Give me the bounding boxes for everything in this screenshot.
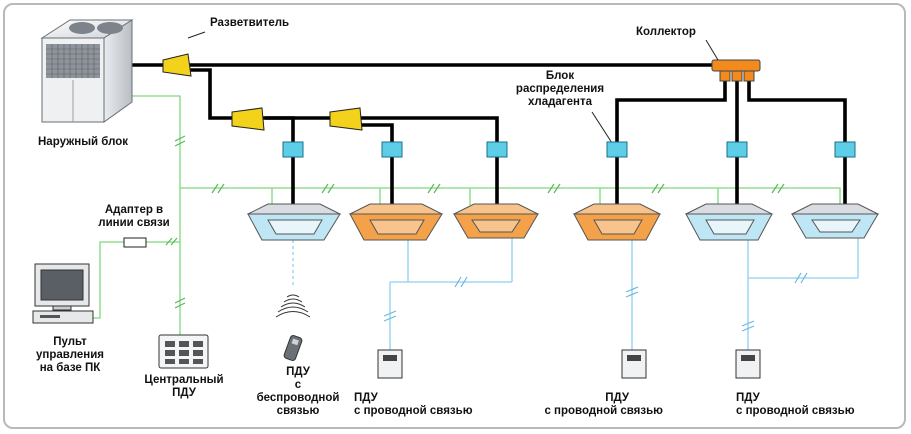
splitter-2 — [231, 107, 265, 131]
indoor-unit-3 — [452, 203, 540, 239]
remote-line-group-1 — [389, 236, 513, 350]
pc-remote-label: Пульт управления на базе ПК — [20, 336, 120, 375]
outdoor-unit — [40, 19, 134, 123]
branch-joints — [162, 53, 363, 131]
signal-line-outdoor — [130, 95, 181, 345]
pc-remote-label-line-2: управления — [36, 349, 104, 361]
adapter-label: Адаптер в линии связи — [84, 204, 184, 230]
wireless-remote-label-line-2: с — [294, 379, 302, 391]
wired-remote-1-label: ПДУ с проводной связью — [354, 392, 473, 418]
wired-remote-2-label-line-1: ПДУ — [605, 392, 629, 404]
collector-leader — [705, 39, 719, 61]
remote-lines — [292, 236, 859, 350]
pc-icon — [32, 263, 94, 324]
indoor-unit-1 — [246, 203, 342, 241]
remote-line-group-3 — [747, 236, 859, 350]
wired-remote-2-label-line-2: с проводной связью — [544, 405, 663, 417]
wired-remote-2-icon — [621, 349, 647, 379]
line-break-marks — [165, 135, 785, 309]
wired-remote-3-label-line-2: с проводной связью — [736, 405, 855, 417]
remote-break-marks — [383, 272, 808, 332]
splitter-label: Разветвитель — [210, 17, 290, 29]
wired-remote-3-icon — [735, 349, 761, 379]
indoor-unit-2 — [348, 203, 444, 241]
wired-remote-1-label-line-1: ПДУ — [354, 392, 378, 404]
signal-drops — [271, 188, 719, 205]
distribution-block-label: Блок распределения хладагента — [505, 70, 615, 109]
adapter-label-line-1: Адаптер в — [104, 204, 164, 216]
collector — [711, 59, 761, 82]
signal-bus — [180, 187, 841, 205]
wireless-remote-label-line-4: связью — [276, 405, 320, 417]
pipe-to-branch-2 — [190, 68, 232, 120]
wired-remote-1-label-line-2: с проводной связью — [354, 405, 473, 417]
splitter-3 — [329, 107, 363, 131]
distribution-block-label-line-3: хладагента — [528, 96, 592, 108]
diagram-frame — [3, 3, 906, 429]
pipe-to-unit-1 — [262, 116, 295, 145]
pc-remote-label-line-3: на базе ПК — [39, 362, 101, 374]
pipe-to-unit-2 — [360, 123, 394, 145]
indoor-unit-6 — [790, 203, 880, 239]
signal-line-pc — [92, 241, 180, 319]
distribution-block-label-line-2: распределения — [515, 83, 605, 95]
central-remote-label-line-1: Центральный — [144, 374, 224, 386]
central-remote-icon — [158, 334, 209, 369]
adapter-device — [123, 237, 147, 248]
pipes-to-cassettes — [291, 157, 847, 205]
pipe-to-unit-3 — [360, 116, 499, 145]
distribution-block-label-line-1: Блок — [545, 70, 575, 82]
wired-remote-3-label: ПДУ с проводной связью — [736, 392, 855, 418]
indoor-units — [246, 203, 880, 241]
splitter-main — [162, 53, 192, 77]
refrigerant-pipes — [130, 63, 847, 205]
outdoor-unit-label: Наружный блок — [38, 136, 129, 148]
central-remote-label: Центральный ПДУ — [134, 374, 234, 400]
central-remote-label-line-2: ПДУ — [172, 387, 196, 399]
pipe-to-unit-6 — [747, 80, 847, 145]
wired-remote-2-label: ПДУ с проводной связью — [531, 392, 663, 418]
distribution-boxes — [282, 141, 856, 158]
distribution-leader — [591, 111, 613, 144]
pc-remote-label-line-1: Пульт — [53, 336, 87, 348]
wireless-remote-label-line-1: ПДУ — [286, 366, 310, 378]
wireless-remote-icon — [275, 294, 311, 361]
wired-remote-3-label-line-1: ПДУ — [736, 392, 760, 404]
splitter-leader — [187, 31, 206, 39]
wired-remote-1-icon — [377, 349, 403, 379]
adapter-label-line-2: линии связи — [98, 217, 170, 229]
pipe-to-unit-4 — [615, 80, 727, 145]
collector-label: Коллектор — [636, 26, 696, 38]
wireless-remote-label-line-3: беспроводной — [256, 392, 340, 404]
indoor-unit-5 — [684, 203, 774, 241]
indoor-unit-4 — [572, 203, 662, 241]
wireless-remote-label: ПДУ с беспроводной связью — [248, 366, 348, 418]
